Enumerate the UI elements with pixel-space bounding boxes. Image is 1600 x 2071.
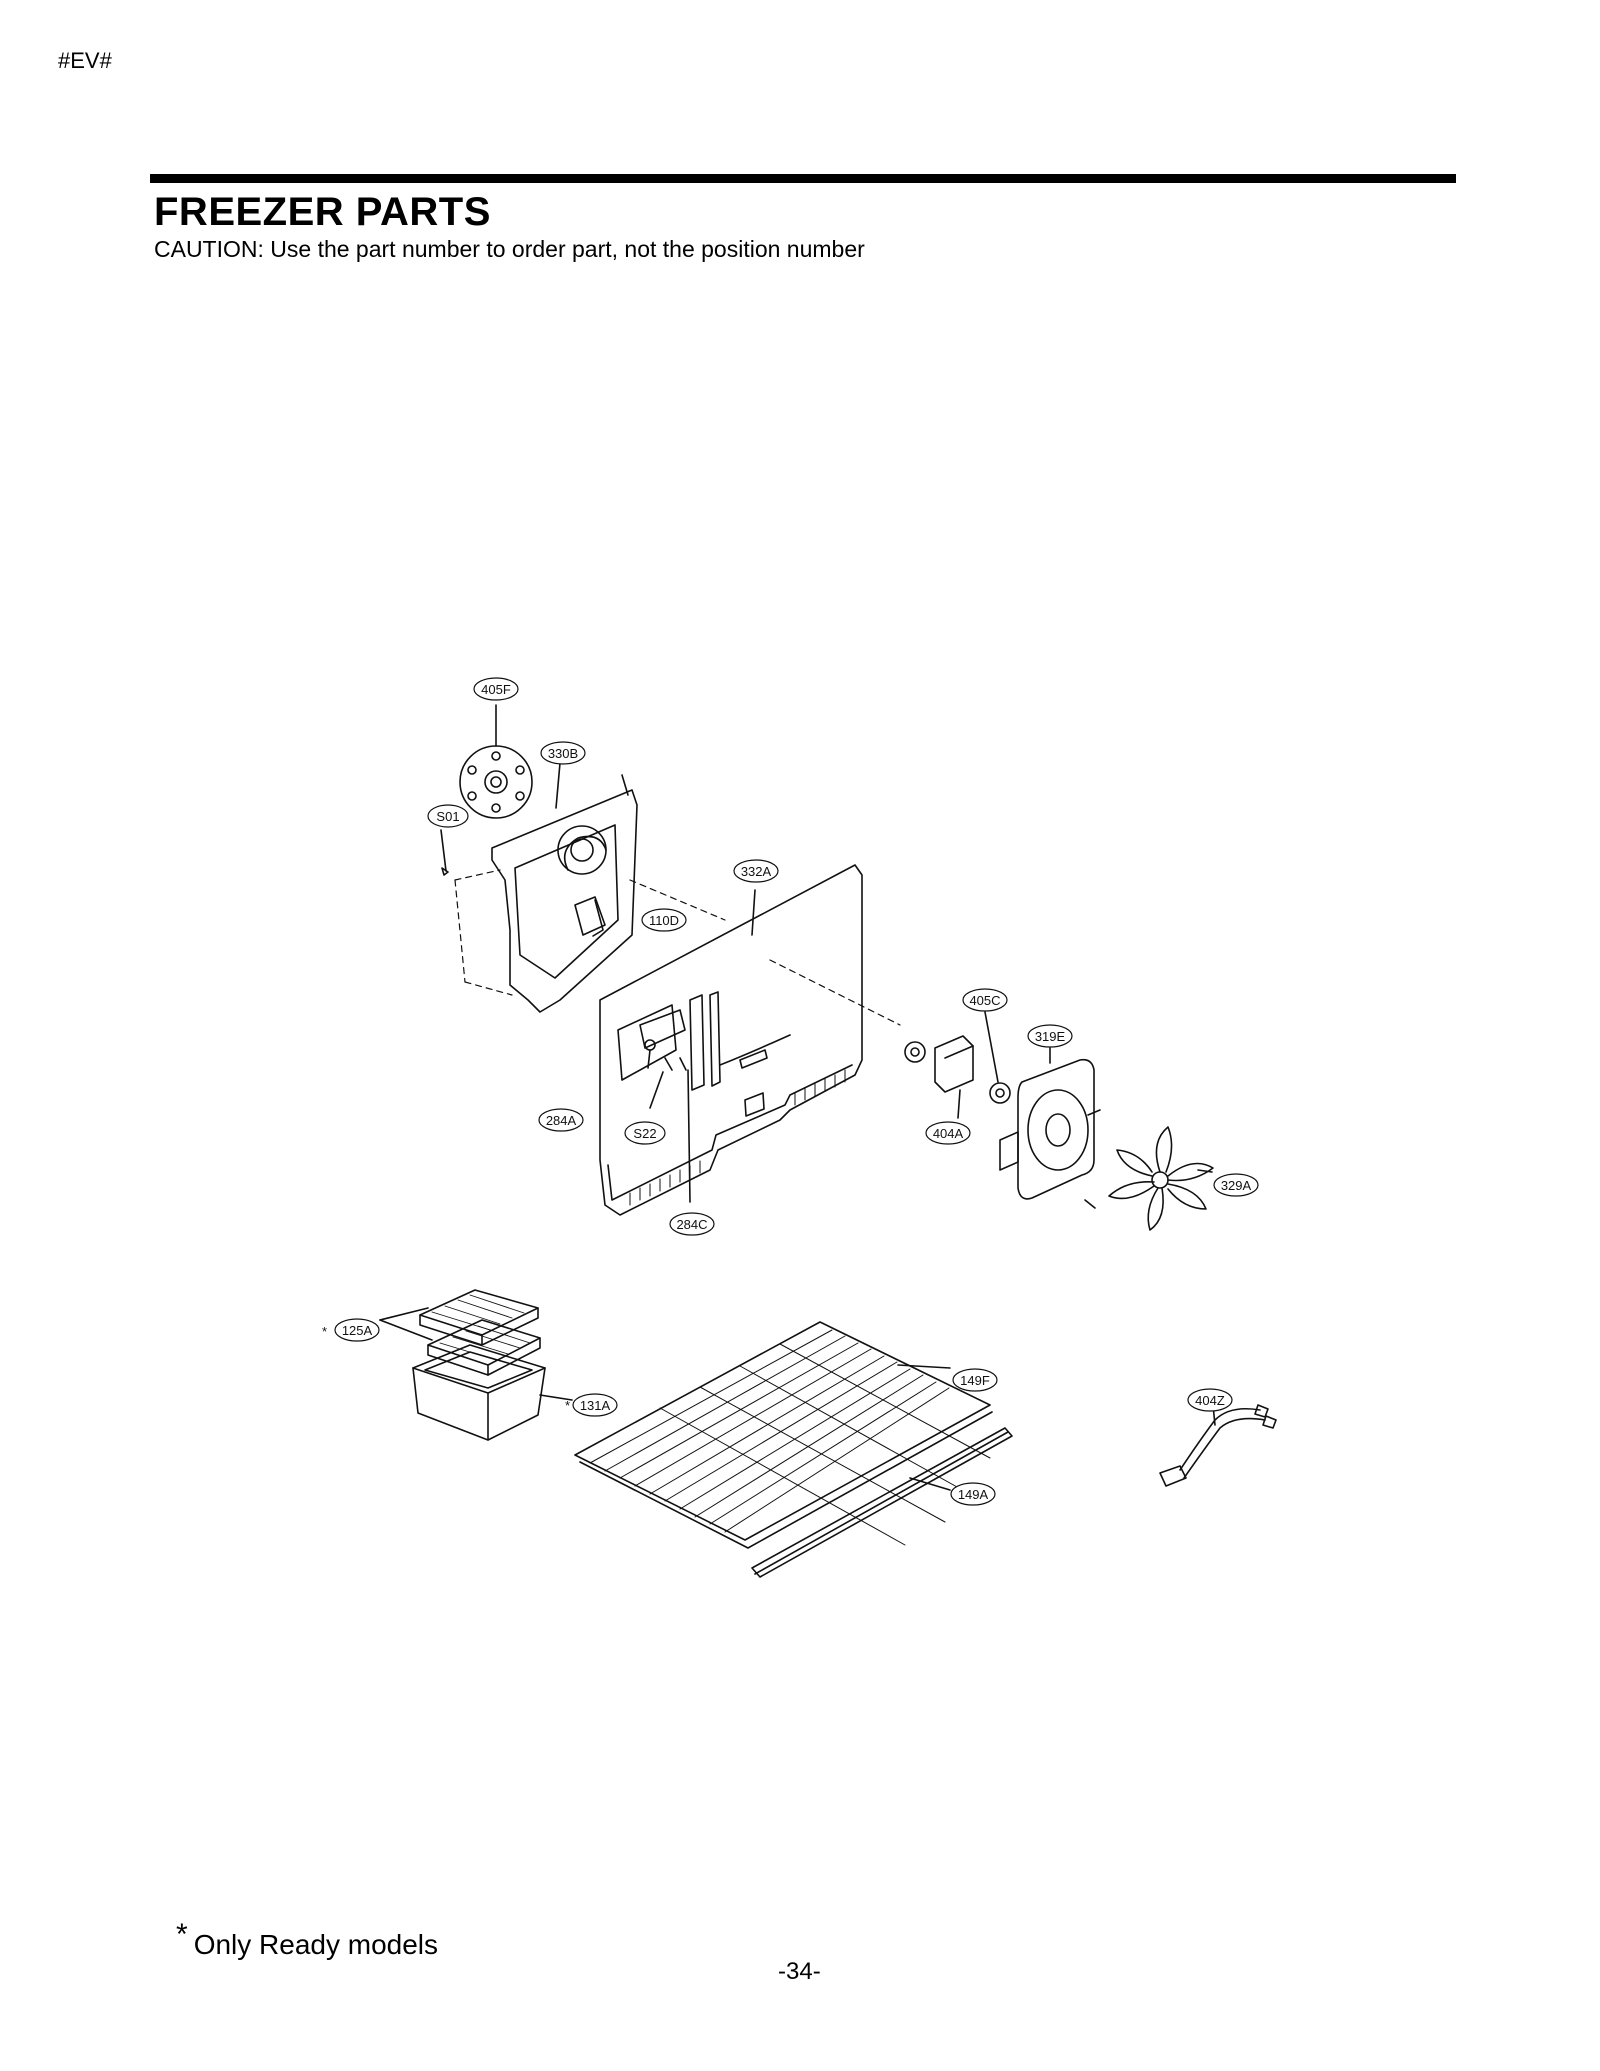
callout-label-149A: 149A	[958, 1487, 989, 1502]
callout-label-S22: S22	[633, 1126, 656, 1141]
part-131A-ice-bin	[412, 1344, 573, 1441]
footnote-asterisk: *	[176, 1918, 188, 1951]
callout-110D: 110D	[641, 908, 687, 932]
footnote-text: Only Ready models	[193, 1929, 439, 1960]
part-125A-ice-trays	[379, 1289, 541, 1376]
part-149A-shelf-trim	[751, 1427, 1013, 1578]
callout-330B: 330B	[540, 741, 586, 765]
callout-125A: 125A	[334, 1318, 380, 1342]
callout-329A: 329A	[1213, 1173, 1259, 1197]
page-number: -34-	[778, 1958, 821, 1985]
callout-label-110D: 110D	[649, 913, 679, 928]
callout-405C: 405C	[962, 988, 1008, 1012]
callout-149F: 149F	[952, 1368, 998, 1392]
callout-149A: 149A	[950, 1482, 996, 1506]
part-284A-cover	[639, 1009, 686, 1069]
callout-label-405F: 405F	[481, 682, 511, 697]
callout-label-S01: S01	[436, 809, 459, 824]
assembly-guides	[454, 869, 901, 1026]
callout-label-125A: 125A	[342, 1323, 373, 1338]
callout-label-319E: 319E	[1035, 1029, 1066, 1044]
asterisk-marker-125A: *	[322, 1324, 327, 1339]
callout-label-405C: 405C	[969, 993, 1000, 1008]
page-code: #EV#	[58, 48, 112, 73]
callout-label-332A: 332A	[741, 864, 772, 879]
part-S01-screw	[440, 829, 449, 876]
part-404A-motor	[934, 1035, 974, 1119]
callout-label-284C: 284C	[676, 1217, 707, 1232]
callout-label-330B: 330B	[548, 746, 578, 761]
page-title: FREEZER PARTS	[154, 190, 491, 234]
callout-label-284A: 284A	[546, 1113, 577, 1128]
callout-label-149F: 149F	[960, 1373, 990, 1388]
asterisk-marker-131A: *	[565, 1398, 570, 1413]
header-rule	[150, 174, 1456, 183]
callout-404A: 404A	[925, 1121, 971, 1145]
part-319E-shroud	[999, 1047, 1101, 1209]
callout-284C: 284C	[669, 1212, 715, 1236]
callout-284A: 284A	[538, 1108, 584, 1132]
callout-405F: 405F	[473, 677, 519, 701]
part-405C-grommets	[904, 1011, 1011, 1104]
callout-label-404Z: 404Z	[1195, 1393, 1225, 1408]
callouts: 405F 330B S01 332A 110D 405C 319E 284A S…	[322, 677, 1259, 1506]
callout-S22: S22	[624, 1121, 666, 1145]
callout-131A: 131A	[572, 1393, 618, 1417]
part-329A-fan	[1108, 1126, 1214, 1231]
caution-note: CAUTION: Use the part number to order pa…	[154, 236, 865, 262]
part-332A-duct-cover	[599, 864, 863, 1216]
part-149F-wire-shelf	[574, 1321, 993, 1549]
part-405F-plate	[459, 704, 533, 819]
callout-label-131A: 131A	[580, 1398, 611, 1413]
callout-label-329A: 329A	[1221, 1178, 1252, 1193]
part-S22-screws	[649, 1057, 687, 1109]
footnote: *Only Ready models	[176, 1918, 439, 1962]
callout-332A: 332A	[733, 859, 779, 883]
part-284C	[687, 1069, 691, 1203]
part-330B-bracket	[491, 762, 638, 1013]
callout-S01: S01	[427, 804, 469, 828]
callout-319E: 319E	[1027, 1024, 1073, 1048]
callout-label-404A: 404A	[933, 1126, 964, 1141]
part-404Z-harness	[1159, 1394, 1277, 1487]
callout-404Z: 404Z	[1187, 1388, 1233, 1412]
